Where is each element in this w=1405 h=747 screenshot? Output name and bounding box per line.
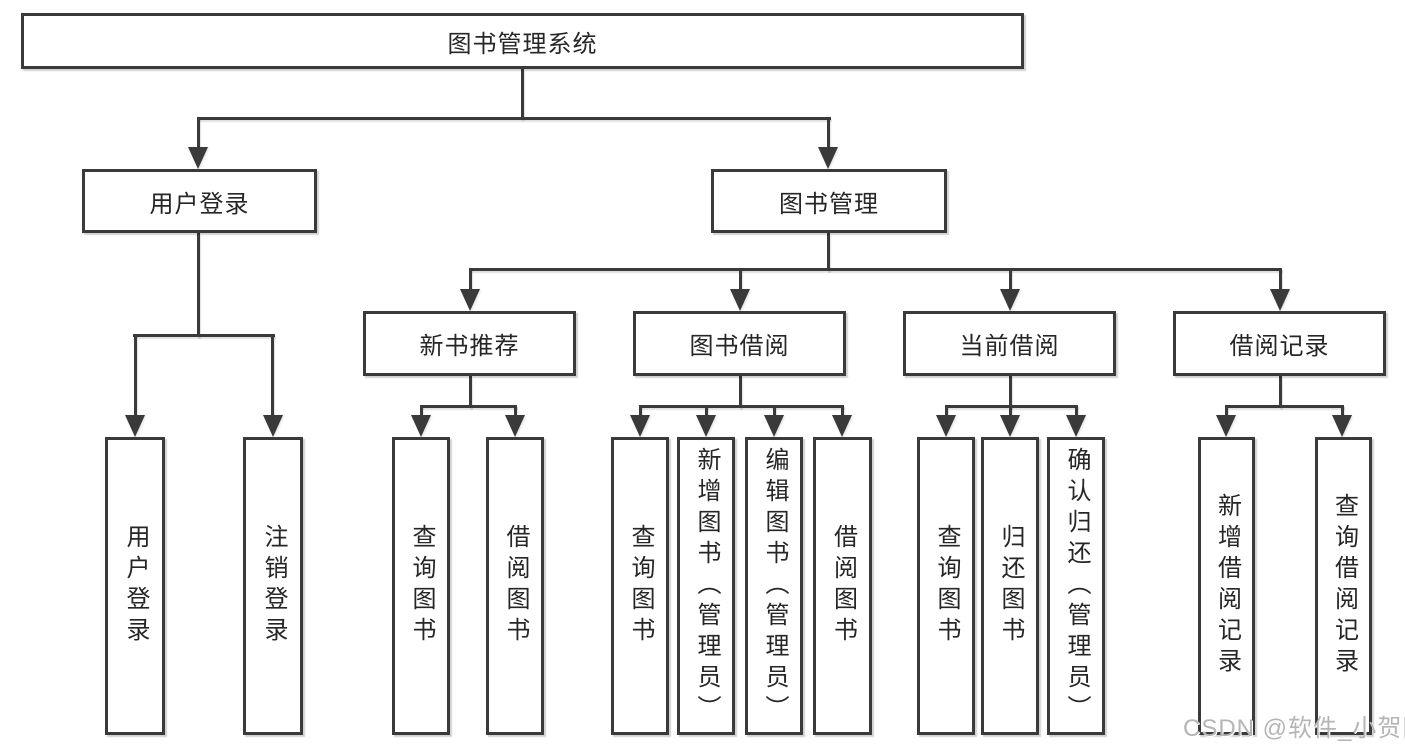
edge-arrowhead-down	[1000, 415, 1020, 437]
edge-line	[827, 117, 830, 150]
node-library-system-label: 图书管理系统	[447, 30, 598, 58]
edge-line	[1225, 405, 1344, 408]
node-leaf-user-login-label: 用户登录	[122, 524, 149, 648]
node-leaf-query-borrow-record: 查询借阅记录	[1315, 437, 1372, 735]
edge-line	[521, 69, 524, 119]
node-new-book-recommend: 新书推荐	[363, 311, 576, 376]
edge-line	[134, 334, 137, 418]
node-leaf-borrow-books-recommend-label: 借阅图书	[502, 524, 529, 648]
node-leaf-return-books: 归还图书	[981, 437, 1039, 735]
edge-arrowhead-down	[1216, 415, 1236, 437]
node-leaf-add-borrow-record: 新增借阅记录	[1198, 437, 1255, 735]
node-leaf-edit-books-admin: 编辑图书（管理员）	[745, 437, 803, 735]
node-leaf-query-books-current: 查询图书	[917, 437, 975, 735]
edge-line	[469, 268, 1282, 271]
node-leaf-borrow-books-label: 借阅图书	[829, 524, 857, 648]
node-book-borrowing: 图书借阅	[633, 311, 846, 376]
edge-line	[639, 405, 642, 418]
edge-line	[133, 334, 275, 337]
edge-line	[945, 405, 948, 418]
edge-line	[1279, 268, 1282, 293]
edge-arrowhead-down	[696, 415, 716, 437]
node-leaf-logout: 注销登录	[243, 437, 303, 735]
edge-line	[739, 268, 742, 293]
edge-line	[827, 233, 830, 271]
edge-line	[197, 117, 200, 150]
node-leaf-confirm-return-admin-label: 确认归还（管理员）	[1063, 446, 1090, 726]
node-borrow-records-label: 借阅记录	[1229, 333, 1330, 360]
node-leaf-query-books-recommend-label: 查询图书	[408, 524, 435, 648]
edge-line	[1075, 405, 1078, 418]
edge-line	[1009, 405, 1012, 418]
edge-arrowhead-down	[1066, 415, 1086, 437]
edge-line	[739, 376, 742, 408]
edge-line	[197, 117, 831, 120]
edge-line	[197, 233, 200, 337]
edge-arrowhead-down	[1000, 289, 1020, 311]
node-leaf-query-borrow-record-label: 查询借阅记录	[1330, 493, 1358, 679]
edge-line	[469, 376, 472, 408]
edge-arrowhead-down	[263, 415, 283, 437]
edge-line	[469, 268, 472, 293]
edge-arrowhead-down	[1332, 415, 1352, 437]
edge-line	[705, 405, 708, 418]
node-current-borrowing: 当前借阅	[903, 311, 1116, 376]
node-leaf-query-books-current-label: 查询图书	[933, 524, 960, 648]
node-leaf-return-books-label: 归还图书	[997, 524, 1024, 648]
edge-line	[420, 405, 423, 418]
edge-arrowhead-down	[188, 147, 208, 169]
edge-arrowhead-down	[1270, 289, 1290, 311]
node-leaf-add-books-admin: 新增图书（管理员）	[677, 437, 735, 735]
edge-line	[271, 334, 274, 418]
edge-line	[514, 405, 517, 418]
edge-arrowhead-down	[832, 415, 852, 437]
node-user-login: 用户登录	[82, 169, 317, 233]
edge-line	[773, 405, 776, 418]
edge-arrowhead-down	[630, 415, 650, 437]
edge-arrowhead-down	[730, 289, 750, 311]
node-leaf-add-borrow-record-label: 新增借阅记录	[1213, 493, 1241, 679]
edge-line	[1341, 405, 1344, 418]
edge-arrowhead-down	[460, 289, 480, 311]
node-current-borrowing-label: 当前借阅	[959, 333, 1060, 360]
edge-arrowhead-down	[936, 415, 956, 437]
node-leaf-borrow-books-recommend: 借阅图书	[486, 437, 544, 735]
edge-arrowhead-down	[764, 415, 784, 437]
node-new-book-recommend-label: 新书推荐	[419, 333, 520, 360]
edge-arrowhead-down	[505, 415, 525, 437]
edge-line	[1009, 376, 1012, 408]
edge-line	[639, 405, 844, 408]
edge-line	[1225, 405, 1228, 418]
node-leaf-borrow-books: 借阅图书	[813, 437, 872, 735]
edge-line	[841, 405, 844, 418]
node-leaf-logout-label: 注销登录	[260, 524, 287, 648]
edge-arrowhead-down	[125, 415, 145, 437]
node-book-management-label: 图书管理	[779, 190, 879, 218]
node-leaf-user-login: 用户登录	[105, 437, 165, 735]
edge-arrowhead-down	[411, 415, 431, 437]
edge-line	[1279, 376, 1282, 408]
node-borrow-records: 借阅记录	[1173, 311, 1386, 376]
node-leaf-add-books-admin-label: 新增图书（管理员）	[693, 446, 720, 726]
edge-arrowhead-down	[818, 147, 838, 169]
node-library-system: 图书管理系统	[21, 13, 1024, 69]
csdn-watermark: CSDN @软件_小贺同学	[1183, 715, 1405, 742]
node-book-management: 图书管理	[711, 169, 947, 233]
node-book-borrowing-label: 图书借阅	[689, 333, 790, 360]
node-leaf-query-books-borrowing-label: 查询图书	[627, 524, 654, 648]
node-leaf-query-books-borrowing: 查询图书	[611, 437, 669, 735]
node-leaf-edit-books-admin-label: 编辑图书（管理员）	[761, 446, 788, 726]
node-leaf-query-books-recommend: 查询图书	[392, 437, 450, 735]
node-user-login-label: 用户登录	[149, 190, 250, 218]
edge-line	[1009, 268, 1012, 293]
edge-line	[420, 405, 517, 408]
node-leaf-confirm-return-admin: 确认归还（管理员）	[1047, 437, 1105, 735]
